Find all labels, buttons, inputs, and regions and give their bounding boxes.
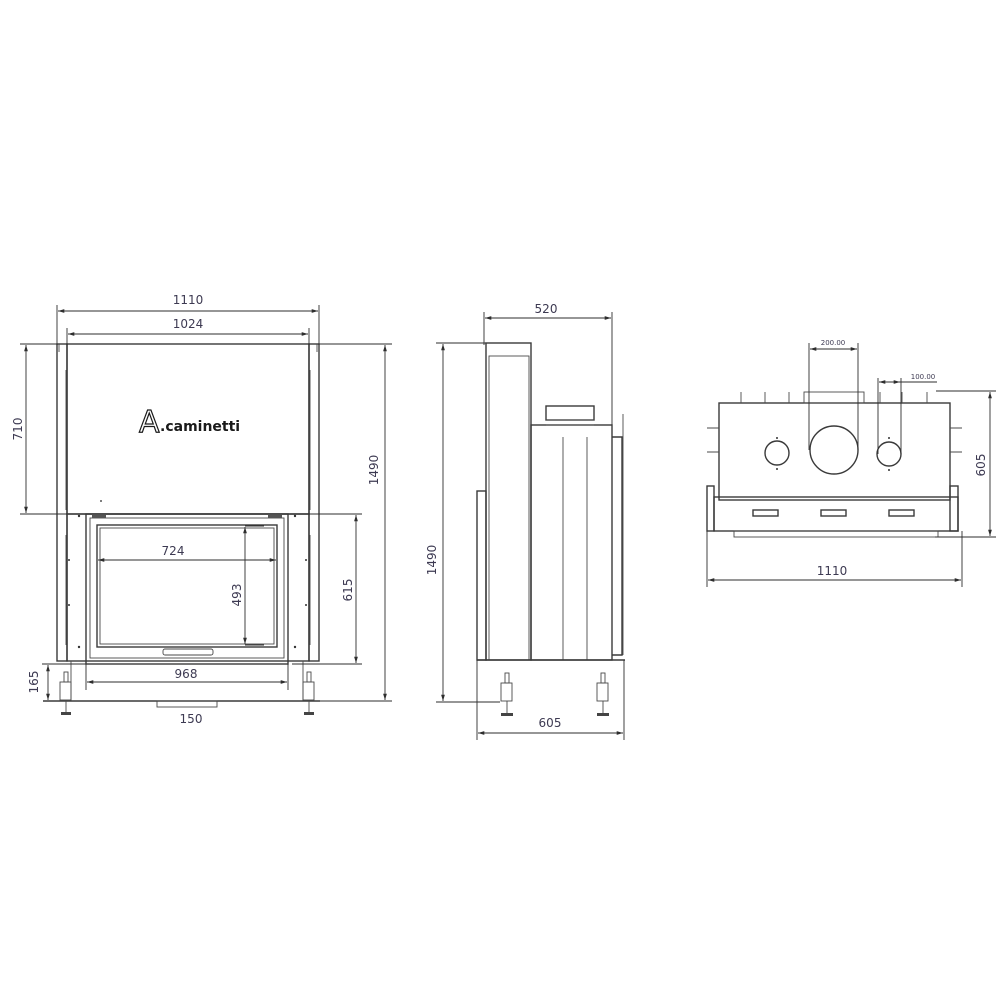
door-glass [99,527,275,645]
firebox-body [530,424,613,661]
dim-top-depth-605: 605 [974,454,988,477]
vent-slot [888,509,915,517]
dim-glass-height: 493 [230,584,244,607]
logo-letter: A [139,405,160,440]
dim-door-width: 968 [175,667,198,681]
top-body [718,402,951,501]
front-frame [485,342,532,661]
right-foot [302,671,315,715]
logo-text: .caminetti [160,419,240,435]
front-cladding [476,490,487,661]
left-foot [59,671,72,715]
vent-slot [752,509,779,517]
dim-total-height: 1490 [367,455,381,486]
dim-side-total-height: 1490 [425,545,439,576]
dim-base-height: 165 [27,671,41,694]
base-tab [156,700,218,708]
dim-top-width: 1110 [817,564,848,578]
dim-glass-width: 724 [162,544,185,558]
front-view: A .caminetti [11,293,392,726]
brand-logo: A .caminetti [138,404,240,440]
dim-door-height: 615 [341,579,355,602]
door-frame [85,513,289,665]
flue-outlet [809,425,859,475]
flue-collar [545,405,595,421]
door-handle [162,648,214,656]
left-side-panel [56,343,68,662]
dim-upper-height: 710 [11,418,25,441]
side-left-foot [500,672,513,716]
dim-overall-depth: 605 [539,716,562,730]
dim-top-depth: 520 [535,302,558,316]
top-view: 200.00 100.00 605 1110 [706,339,996,587]
vent-slot [820,509,847,517]
side-view: 520 1490 605 [425,302,625,740]
dim-base-tab: 150 [180,712,203,726]
rear-plate [612,436,623,656]
right-air-duct [876,441,902,467]
door-glass-frame [96,524,278,648]
left-air-duct [764,440,790,466]
top-front-frame [713,496,959,532]
dim-flue-diameter: 200.00 [821,339,846,347]
right-side-panel [308,343,320,662]
dim-overall-width: 1110 [173,293,204,307]
dim-body-width: 1024 [173,317,204,331]
dim-duct-diameter: 100.00 [911,373,936,381]
side-right-foot [596,672,609,716]
lower-body [66,513,310,662]
